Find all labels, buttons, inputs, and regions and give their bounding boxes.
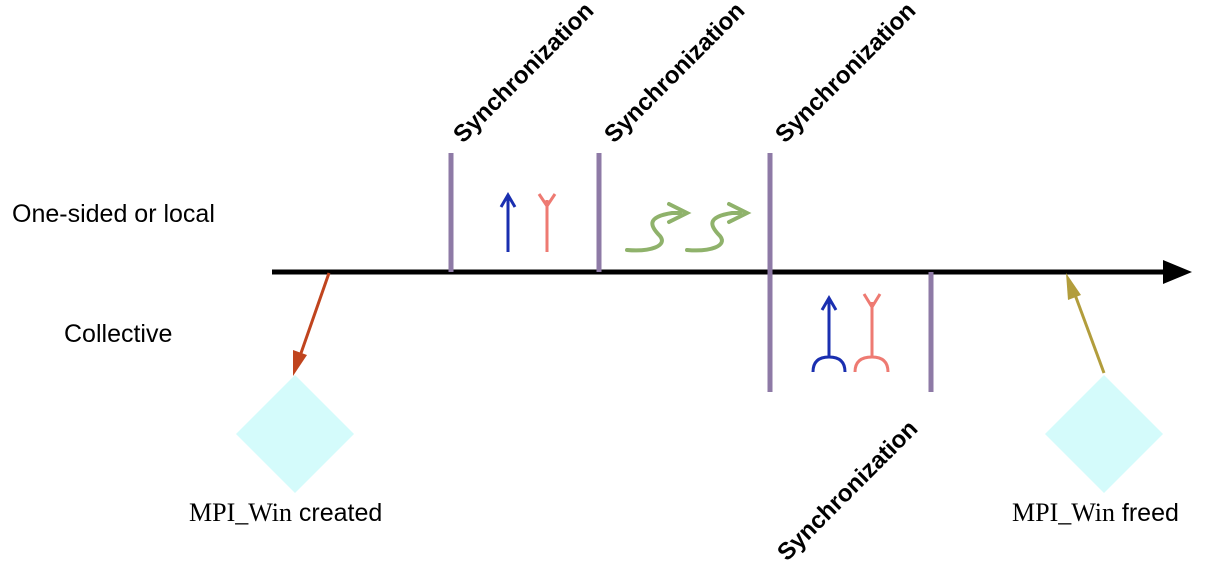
sync-label: Synchronization (772, 415, 923, 566)
sync-label: Synchronization (599, 0, 750, 148)
free-arrow-icon (1066, 273, 1106, 374)
mpi-win-created-label: MPI_Win created (189, 498, 382, 528)
mpi-win-name: MPI_Win (189, 498, 292, 527)
sync-label: Synchronization (770, 0, 921, 148)
window-created-diamond-icon (236, 375, 354, 493)
window-freed-diamond-icon (1045, 375, 1163, 493)
collective-put-icon (811, 295, 847, 373)
accumulate-arrow-icon (625, 202, 692, 253)
mpi-win-freed-label: MPI_Win freed (1012, 498, 1179, 528)
timeline-arrowhead (1163, 260, 1192, 284)
row-label-collective: Collective (64, 320, 173, 348)
put-arrow-icon (499, 192, 517, 252)
freed-suffix: freed (1114, 499, 1179, 527)
created-suffix: created (291, 499, 383, 527)
collective-get-icon (853, 293, 890, 373)
sync-label: Synchronization (448, 0, 599, 148)
accumulate-arrow-icon (685, 202, 752, 253)
create-arrow-icon (293, 272, 331, 376)
mpi-win-name: MPI_Win (1012, 498, 1115, 527)
row-label-one-sided: One-sided or local (12, 200, 215, 228)
get-fork-icon (537, 193, 557, 252)
